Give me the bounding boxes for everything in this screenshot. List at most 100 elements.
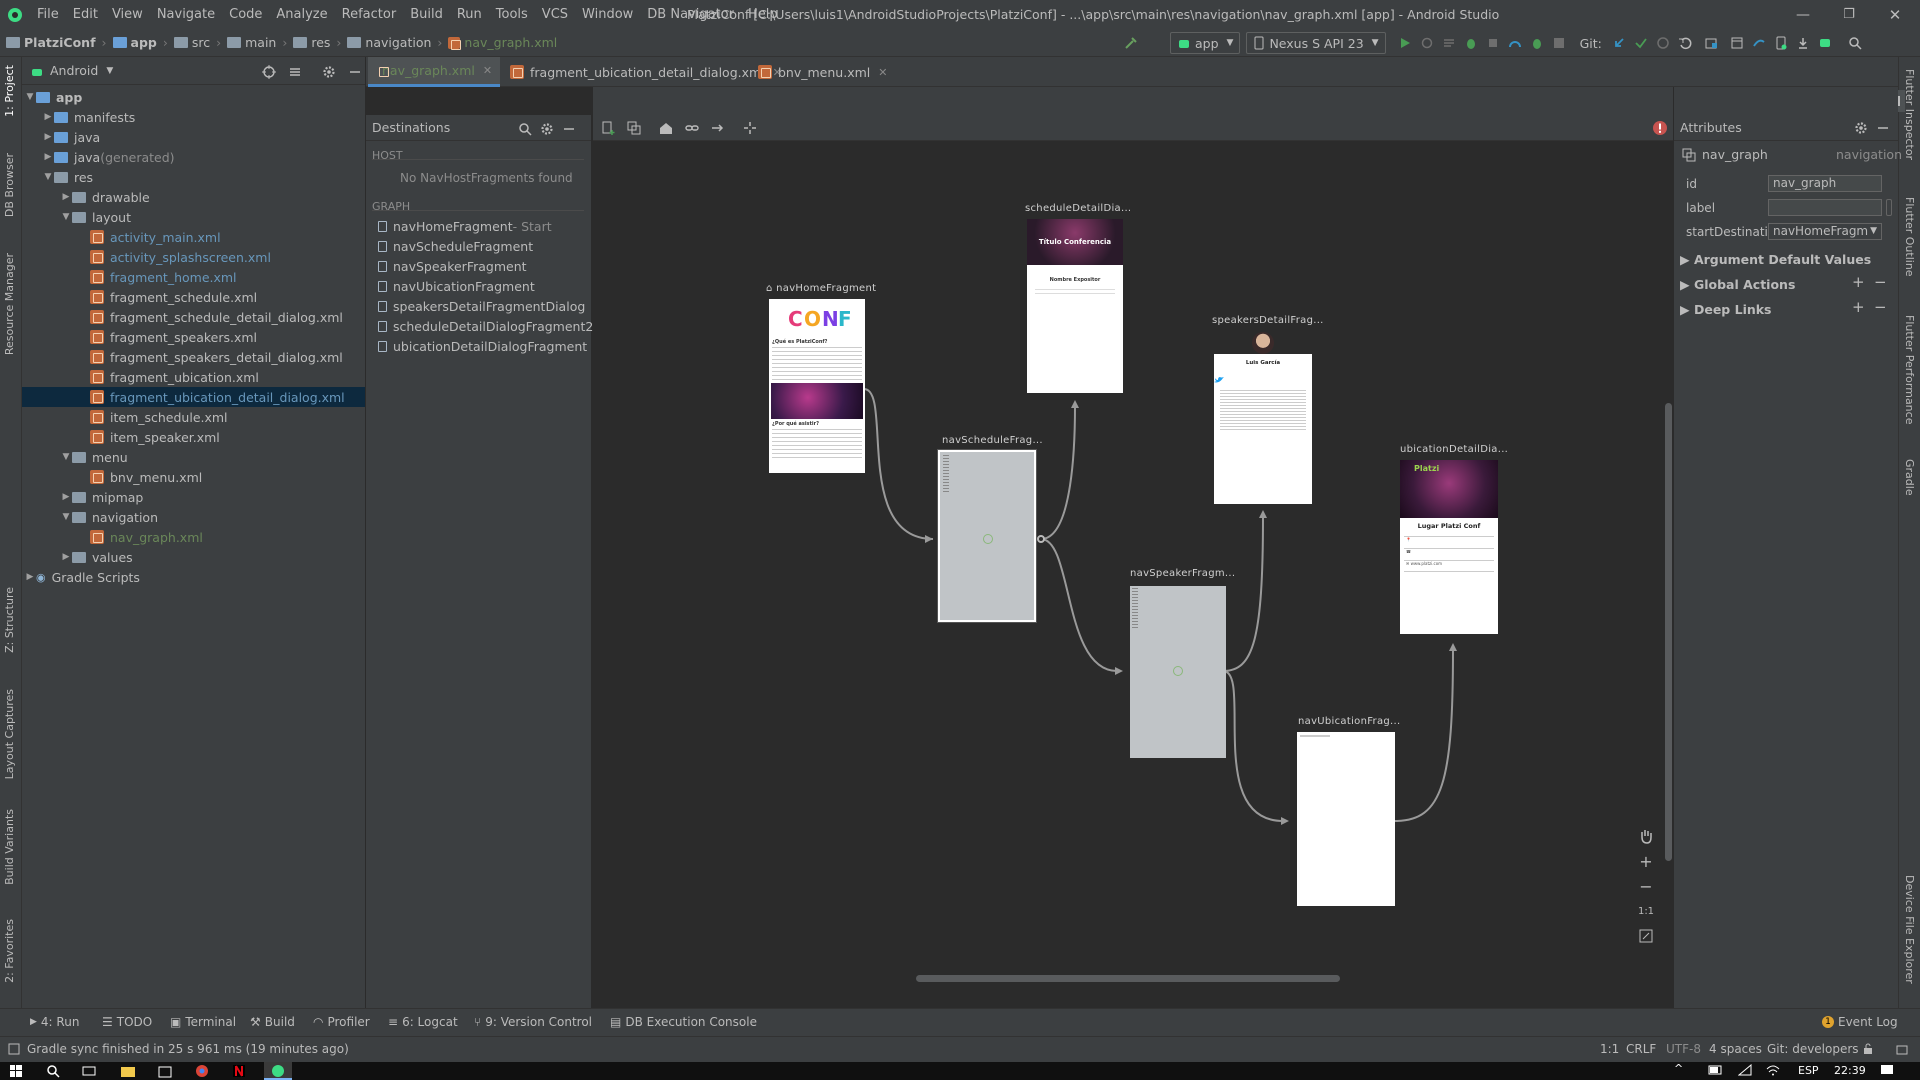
destination-item[interactable]: speakersDetailFragmentDialog [378, 299, 585, 314]
gear-icon[interactable] [536, 118, 558, 140]
menu-code[interactable]: Code [229, 7, 263, 22]
tree-item[interactable]: item_speaker.xml [22, 427, 365, 447]
action-schedule-to-speaker[interactable] [1040, 538, 1118, 672]
rerun-icon[interactable] [1416, 32, 1438, 54]
file-encoding[interactable]: UTF-8 [1666, 1042, 1701, 1056]
menu-refactor[interactable]: Refactor [341, 7, 397, 22]
remove-deep-link-icon[interactable]: − [1874, 298, 1887, 316]
tab-structure[interactable]: Z: Structure [3, 587, 16, 653]
notifications-icon[interactable] [1880, 1064, 1894, 1076]
tray-chevron-up-icon[interactable]: ^ [1674, 1062, 1684, 1075]
tree-item[interactable]: ▶◉Gradle Scripts [22, 567, 365, 587]
apply-changes-icon[interactable] [1438, 32, 1460, 54]
indent-setting[interactable]: 4 spaces [1709, 1042, 1762, 1056]
tool-todo[interactable]: ☰TODO [102, 1015, 153, 1029]
zoom-actual-size-button[interactable]: 1:1 [1637, 905, 1655, 917]
breadcrumb-item[interactable]: nav_graph.xml [448, 35, 557, 50]
chevron-right-icon[interactable]: ▶ [44, 132, 52, 142]
tab-db-browser[interactable]: DB Browser [3, 153, 16, 218]
tab-project[interactable]: 1: Project [3, 65, 16, 117]
node-schedule-detail-dialog[interactable]: Título Conferencia Nombre Expositor [1027, 219, 1123, 393]
tab-layout-captures[interactable]: Layout Captures [3, 689, 16, 780]
action-home-to-schedule[interactable] [863, 388, 934, 540]
tree-item[interactable]: ▼navigation [22, 507, 365, 527]
tab-build-variants[interactable]: Build Variants [3, 809, 16, 885]
close-icon[interactable]: ✕ [772, 65, 782, 79]
tree-item[interactable]: nav_graph.xml [22, 527, 365, 547]
node-ubication-detail-dialog[interactable]: Platzi Lugar Platzi Conf 📍 ☎ ✉ www.platz… [1400, 460, 1498, 634]
locate-icon[interactable] [258, 61, 280, 83]
tool-logcat[interactable]: ≡6: Logcat [388, 1015, 458, 1029]
close-icon[interactable]: ✕ [482, 64, 493, 77]
chrome-icon[interactable] [195, 1064, 209, 1078]
git-commit-icon[interactable] [1630, 32, 1652, 54]
chevron-right-icon[interactable]: ▶ [62, 192, 70, 202]
action-schedule-to-detail[interactable] [1040, 405, 1076, 540]
memory-indicator-icon[interactable] [1896, 1043, 1908, 1055]
git-rollback-icon[interactable] [1674, 32, 1696, 54]
stop-icon[interactable] [1548, 32, 1570, 54]
tree-item[interactable]: fragment_ubication_detail_dialog.xml [22, 387, 365, 407]
store-icon[interactable] [158, 1064, 172, 1078]
tree-item[interactable]: bnv_menu.xml [22, 467, 365, 487]
chevron-right-icon[interactable]: ▶ [44, 152, 52, 162]
chevron-down-icon[interactable]: ▼ [62, 512, 70, 522]
menu-edit[interactable]: Edit [72, 7, 98, 22]
breadcrumb-item[interactable]: main› [227, 35, 287, 50]
search-icon[interactable] [514, 118, 536, 140]
zoom-out-icon[interactable]: − [1639, 876, 1653, 896]
project-structure-icon[interactable] [1700, 32, 1722, 54]
breadcrumb-item[interactable]: app› [112, 35, 168, 50]
avd-manager-icon[interactable] [1770, 32, 1792, 54]
tree-item[interactable]: fragment_speakers.xml [22, 327, 365, 347]
pan-hand-icon[interactable] [1634, 824, 1658, 848]
gear-icon[interactable] [1850, 117, 1872, 139]
menu-db-navigator[interactable]: DB Navigator [647, 7, 734, 22]
tool-version-control[interactable]: ⑂9: Version Control [474, 1015, 593, 1029]
chevron-right-icon[interactable]: ▶ [26, 572, 34, 582]
line-separator[interactable]: CRLF [1626, 1042, 1657, 1056]
tree-item[interactable]: ▶values [22, 547, 365, 567]
tree-item[interactable]: ▼app [22, 87, 365, 107]
hide-panel-icon[interactable] [558, 118, 580, 140]
close-icon[interactable]: ✕ [878, 65, 888, 79]
sync-gradle-icon[interactable] [1748, 32, 1770, 54]
chevron-down-icon[interactable]: ▼ [106, 65, 114, 76]
wifi-icon[interactable] [1766, 1064, 1780, 1076]
lock-icon[interactable] [1862, 1043, 1874, 1055]
node-nav-schedule-fragment[interactable] [937, 449, 1037, 623]
git-branch[interactable]: Git: developers [1767, 1042, 1859, 1056]
breadcrumb-item[interactable]: PlatziConf› [6, 35, 107, 50]
tab-nav-graph[interactable]: nav_graph.xml ✕ [368, 57, 500, 87]
tree-item[interactable]: fragment_schedule_detail_dialog.xml [22, 307, 365, 327]
horizontal-scrollbar[interactable] [916, 975, 1340, 982]
chevron-down-icon[interactable]: ▼ [62, 212, 70, 222]
tool-profiler[interactable]: ◠Profiler [313, 1015, 370, 1029]
node-nav-ubication-fragment[interactable] [1297, 732, 1395, 906]
coverage-icon[interactable] [1526, 32, 1548, 54]
destination-item[interactable]: navUbicationFragment [378, 279, 535, 294]
tree-item[interactable]: ▶java (generated) [22, 147, 365, 167]
menu-file[interactable]: File [37, 7, 59, 22]
menu-window[interactable]: Window [582, 7, 634, 22]
make-project-icon[interactable] [1120, 32, 1142, 54]
attr-label-input[interactable] [1768, 199, 1882, 216]
node-nav-speaker-fragment[interactable] [1130, 586, 1226, 758]
caret-position[interactable]: 1:1 [1600, 1042, 1620, 1056]
add-global-action-icon[interactable]: + [1852, 273, 1865, 291]
breadcrumb-item[interactable]: src› [173, 35, 221, 50]
run-config-select[interactable]: app ▼ [1170, 32, 1241, 54]
menu-tools[interactable]: Tools [495, 7, 528, 22]
tree-item[interactable]: ▶manifests [22, 107, 365, 127]
action-speaker-to-ubication[interactable] [1222, 670, 1284, 822]
attr-start-destination-select[interactable]: navHomeFragm ▼ [1768, 223, 1882, 240]
tree-item[interactable]: fragment_speakers_detail_dialog.xml [22, 347, 365, 367]
destination-item[interactable]: navScheduleFragment [378, 239, 533, 254]
section-global-actions[interactable]: ▶ Global Actions [1680, 277, 1796, 292]
action-handle[interactable] [1037, 535, 1045, 543]
tool-build[interactable]: ⚒Build [250, 1015, 295, 1029]
run-icon[interactable] [1394, 32, 1416, 54]
section-deep-links[interactable]: ▶ Deep Links [1680, 302, 1772, 317]
attr-id-input[interactable]: nav_graph [1768, 175, 1882, 192]
tool-run[interactable]: ▶4: Run [30, 1015, 80, 1029]
